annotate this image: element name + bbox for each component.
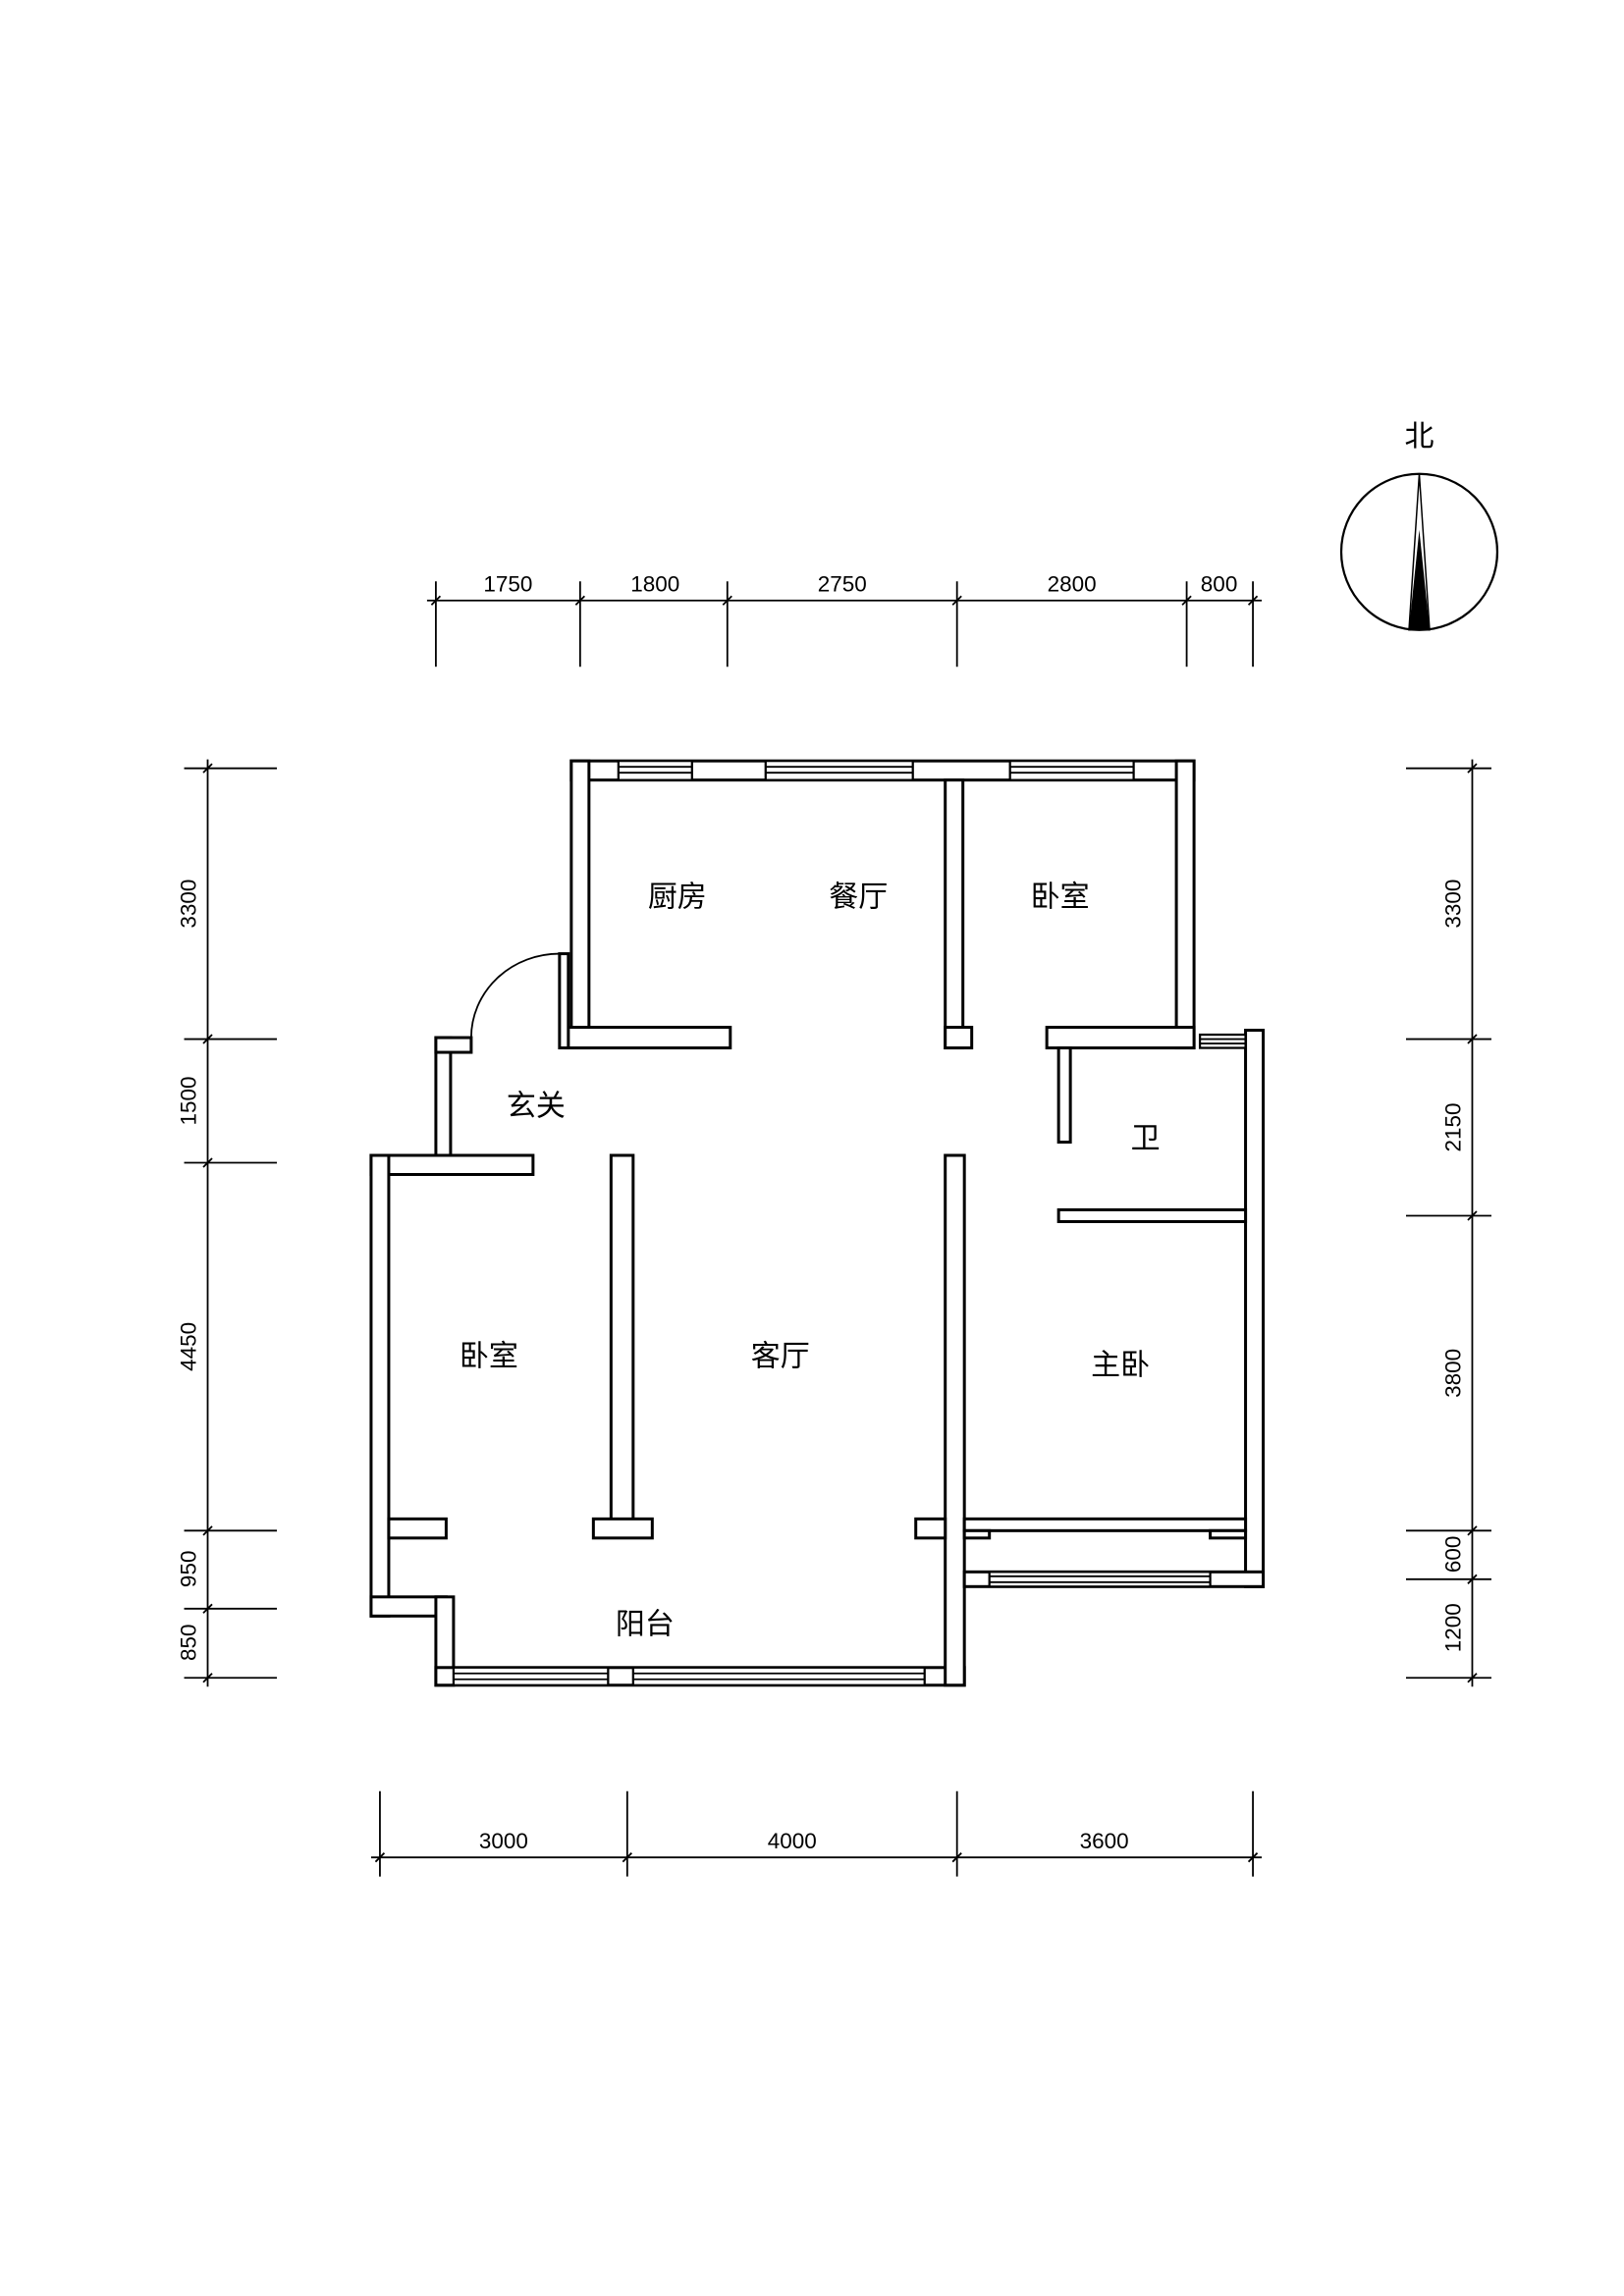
dimension-right: 3300 2150 3800 600 1200 bbox=[1440, 759, 1474, 1687]
north-label: 北 bbox=[1405, 419, 1435, 454]
window-bedroom-north bbox=[1008, 760, 1135, 781]
tick-mark bbox=[202, 1157, 213, 1168]
tick-mark bbox=[1467, 1034, 1478, 1044]
dim-right-3: 3800 bbox=[1440, 1349, 1465, 1398]
window-dining bbox=[764, 760, 914, 781]
tick-mark bbox=[202, 1603, 213, 1614]
room-labels: 厨房 餐厅 卧室 玄关 卫 卧室 客厅 主卧 阳台 bbox=[460, 881, 1161, 1642]
window-balcony-right bbox=[631, 1666, 926, 1686]
walls bbox=[369, 759, 1266, 1687]
tick-mark bbox=[951, 595, 962, 606]
tick-mark bbox=[1467, 1525, 1478, 1536]
dimension-bottom: 3000 4000 3600 bbox=[370, 1829, 1263, 1859]
room-bathroom: 卫 bbox=[1131, 1121, 1161, 1155]
room-living: 客厅 bbox=[751, 1339, 810, 1373]
window-kitchen bbox=[617, 760, 693, 781]
room-entrance: 玄关 bbox=[507, 1090, 566, 1124]
tick-mark bbox=[1467, 763, 1478, 774]
dim-top-1: 1750 bbox=[483, 572, 532, 597]
tick-mark bbox=[1467, 1574, 1478, 1584]
compass: 北 bbox=[1339, 419, 1499, 631]
dim-top-5: 800 bbox=[1201, 572, 1238, 597]
tick-mark bbox=[202, 1034, 213, 1044]
dimension-ticks bbox=[184, 581, 1491, 1877]
dim-left-4: 950 bbox=[177, 1551, 201, 1588]
dim-bottom-1: 3000 bbox=[479, 1829, 528, 1853]
window-master bbox=[988, 1571, 1212, 1588]
window-balcony-left bbox=[452, 1666, 610, 1686]
room-dining: 餐厅 bbox=[829, 881, 888, 915]
room-kitchen: 厨房 bbox=[648, 881, 707, 915]
tick-mark bbox=[202, 1673, 213, 1683]
tick-mark bbox=[430, 595, 442, 606]
room-bedroom-west: 卧室 bbox=[460, 1339, 518, 1373]
windows bbox=[452, 760, 1247, 1686]
tick-mark bbox=[202, 763, 213, 774]
dim-top-3: 2750 bbox=[818, 572, 867, 597]
room-balcony: 阳台 bbox=[616, 1607, 675, 1641]
dim-right-5: 1200 bbox=[1440, 1603, 1465, 1652]
tick-mark bbox=[574, 595, 585, 606]
tick-mark bbox=[722, 595, 732, 606]
tick-mark bbox=[202, 1525, 213, 1536]
dim-right-2: 2150 bbox=[1440, 1102, 1465, 1151]
dim-left-2: 1500 bbox=[177, 1077, 201, 1126]
dim-bottom-3: 3600 bbox=[1080, 1829, 1129, 1853]
dim-left-3: 4450 bbox=[177, 1322, 201, 1371]
tick-mark bbox=[374, 1852, 386, 1863]
dim-right-4: 600 bbox=[1440, 1536, 1465, 1574]
tick-mark bbox=[951, 1852, 962, 1863]
entrance-door-swing bbox=[469, 952, 560, 1039]
tick-mark bbox=[1247, 1852, 1259, 1863]
tick-mark bbox=[1467, 1210, 1478, 1221]
dim-left-1: 3300 bbox=[177, 880, 201, 929]
dim-bottom-2: 4000 bbox=[768, 1829, 817, 1853]
room-bedroom-north: 卧室 bbox=[1031, 881, 1090, 915]
dimension-left: 3300 1500 4450 950 850 bbox=[177, 759, 209, 1687]
window-bathroom bbox=[1198, 1033, 1247, 1049]
tick-mark bbox=[1181, 595, 1192, 606]
tick-mark bbox=[1247, 595, 1259, 606]
tick-mark bbox=[622, 1852, 632, 1863]
dim-top-2: 1800 bbox=[630, 572, 679, 597]
dim-top-4: 2800 bbox=[1048, 572, 1097, 597]
dim-left-5: 850 bbox=[177, 1625, 201, 1662]
dim-right-1: 3300 bbox=[1440, 880, 1465, 929]
tick-mark bbox=[1467, 1673, 1478, 1683]
dimension-top: 1750 1800 2750 2800 800 bbox=[426, 572, 1263, 602]
room-master-bedroom: 主卧 bbox=[1091, 1348, 1150, 1382]
